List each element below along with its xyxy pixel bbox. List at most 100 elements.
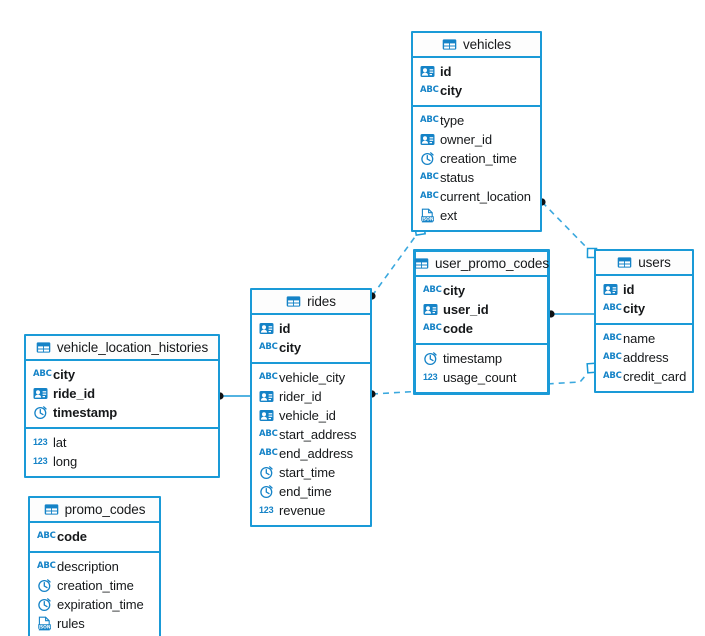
table-title: vehicles: [463, 37, 511, 52]
field-row-timestamp[interactable]: timestamp: [26, 403, 218, 422]
field-name: user_id: [443, 302, 489, 317]
field-row-timestamp[interactable]: timestamp: [416, 349, 547, 368]
abc-string-icon: ABC: [420, 172, 439, 182]
table-grid-icon: [36, 340, 51, 355]
123-number-icon: 123: [33, 437, 48, 447]
field-row-rules[interactable]: JSON rules: [30, 614, 159, 633]
table-header-vehicle_location_histories[interactable]: vehicle_location_histories: [26, 336, 218, 361]
field-row-expiration_time[interactable]: expiration_time: [30, 595, 159, 614]
field-row-owner_id[interactable]: owner_id: [413, 130, 540, 149]
field-name: address: [623, 350, 669, 365]
table-grid-icon: [442, 37, 457, 52]
contact-card-icon: [259, 408, 274, 423]
field-row-usage_count[interactable]: 123 usage_count: [416, 368, 547, 387]
field-name: usage_count: [443, 370, 517, 385]
field-name: ext: [440, 208, 458, 223]
svg-text:JSON: JSON: [37, 625, 51, 631]
field-row-id[interactable]: id: [596, 280, 692, 299]
abc-string-icon: ABC: [420, 191, 439, 201]
table-title: users: [638, 255, 671, 270]
clock-icon: [259, 484, 274, 499]
field-row-ext[interactable]: JSON ext: [413, 206, 540, 225]
table-header-promo_codes[interactable]: promo_codes: [30, 498, 159, 523]
field-row-start_time[interactable]: start_time: [252, 463, 370, 482]
table-title: promo_codes: [64, 502, 146, 517]
field-name: timestamp: [443, 351, 503, 366]
abc-string-icon: ABC: [33, 369, 52, 379]
table-header-vehicles[interactable]: vehicles: [413, 33, 540, 58]
field-name: city: [279, 340, 302, 355]
field-name: code: [57, 529, 87, 544]
field-row-lat[interactable]: 123 lat: [26, 433, 218, 452]
clock-icon: [37, 578, 52, 593]
field-row-end_time[interactable]: end_time: [252, 482, 370, 501]
field-name: creation_time: [57, 578, 134, 593]
field-row-ride_id[interactable]: ride_id: [26, 384, 218, 403]
field-name: lat: [53, 435, 67, 450]
edge-user_promo_codes-to-users[interactable]: [547, 310, 594, 318]
field-name: start_address: [279, 427, 357, 442]
clock-icon: [420, 151, 435, 166]
field-row-rider_id[interactable]: rider_id: [252, 387, 370, 406]
field-row-creation_time[interactable]: creation_time: [413, 149, 540, 168]
field-row-id[interactable]: id: [252, 319, 370, 338]
abc-string-icon: ABC: [420, 85, 439, 95]
table-header-user_promo_codes[interactable]: user_promo_codes: [414, 252, 549, 277]
field-name: city: [53, 367, 76, 382]
field-row-creation_time[interactable]: creation_time: [30, 576, 159, 595]
field-name: rules: [57, 616, 85, 631]
field-name: id: [623, 282, 635, 297]
field-row-vehicle_id[interactable]: vehicle_id: [252, 406, 370, 425]
abc-string-icon: ABC: [259, 372, 278, 382]
table-header-users[interactable]: users: [596, 251, 692, 276]
field-name: code: [443, 321, 473, 336]
field-name: city: [443, 283, 466, 298]
field-row-user_id[interactable]: user_id: [416, 300, 547, 319]
clock-icon: [33, 405, 48, 420]
svg-text:JSON: JSON: [420, 217, 434, 223]
field-name: owner_id: [440, 132, 492, 147]
edge-vehicle_location_histories-to-rides[interactable]: [216, 392, 250, 400]
123-number-icon: 123: [33, 456, 48, 466]
contact-card-icon: [420, 132, 435, 147]
abc-string-icon: ABC: [259, 429, 278, 439]
field-name: current_location: [440, 189, 531, 204]
table-grid-icon: [286, 294, 301, 309]
json-document-icon: JSON: [37, 616, 52, 631]
clock-icon: [259, 465, 274, 480]
123-number-icon: 123: [423, 372, 438, 382]
table-header-rides[interactable]: rides: [252, 290, 370, 315]
field-row-id[interactable]: id: [413, 62, 540, 81]
field-name: city: [623, 301, 646, 316]
